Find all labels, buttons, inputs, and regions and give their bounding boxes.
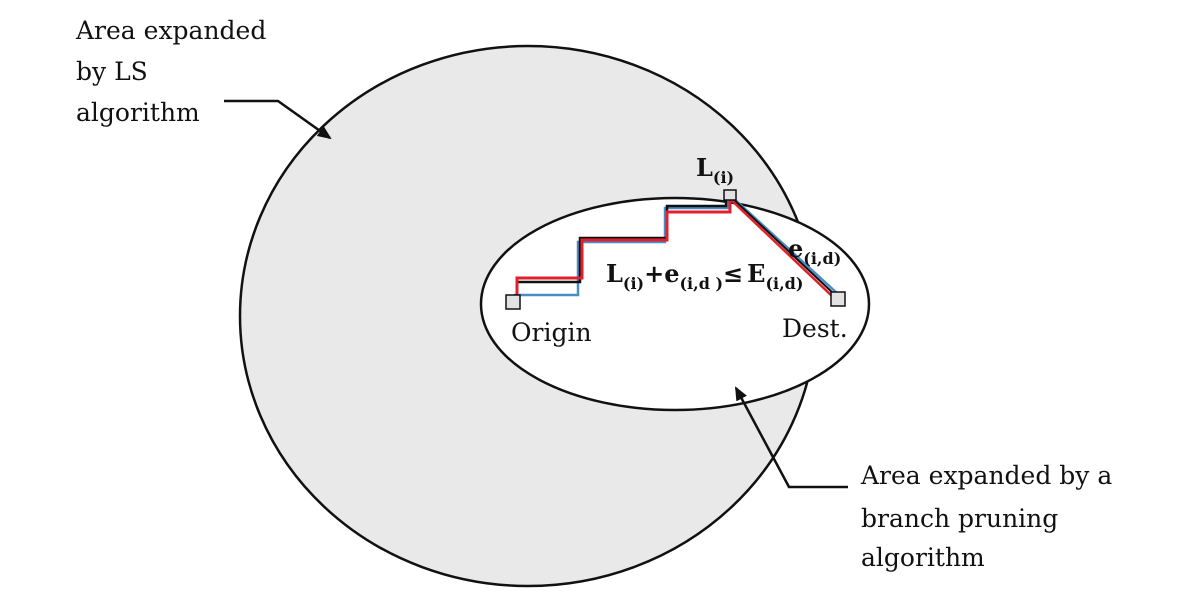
edge-label: e(i,d) (788, 234, 841, 268)
bp-area-caption: Area expanded by a branch pruning algori… (860, 461, 1120, 572)
formula-plus: + (644, 259, 664, 288)
edge-black (729, 195, 835, 295)
intermediate-node-label: L(i) (696, 153, 734, 187)
intermediate-node (723, 189, 737, 201)
branch-pruning-area-ellipse (479, 196, 871, 412)
formula-e-sub: (i,d ) (679, 274, 723, 293)
destination-node (830, 291, 846, 307)
edge-sub: (i,d) (803, 249, 841, 268)
edge-red (726, 195, 833, 297)
ls-caption-line-3: algorithm (76, 98, 200, 127)
formula-E-sub: (i,d) (765, 274, 803, 293)
origin-label: Origin (511, 318, 592, 347)
destination-label: Dest. (782, 314, 848, 343)
origin-node (505, 294, 521, 310)
intermediate-sub: (i) (713, 168, 734, 187)
ls-caption-line-2: by LS (76, 57, 148, 86)
pruning-condition-formula: L(i)+e(i,d )≤E(i,d) (606, 259, 803, 293)
path-red (515, 196, 732, 300)
bp-caption-line-1: Area expanded by a (860, 461, 1112, 490)
ls-caption-line-1: Area expanded (75, 16, 266, 45)
formula-l: L (606, 259, 623, 288)
intermediate-main: L (696, 153, 713, 182)
ls-area-caption: Area expanded by LS algorithm (75, 16, 274, 127)
bp-caption-line-2: branch pruning (861, 504, 1058, 533)
bp-area-pointer-arrow (734, 386, 848, 489)
formula-E: E (747, 259, 765, 288)
ls-area-pointer-arrow (224, 99, 332, 140)
formula-e: e (664, 259, 679, 288)
formula-l-sub: (i) (623, 274, 644, 293)
bp-caption-line-3: algorithm (861, 543, 985, 572)
formula-leq: ≤ (723, 259, 743, 288)
path-blue (514, 197, 730, 297)
edge-main: e (788, 234, 803, 263)
